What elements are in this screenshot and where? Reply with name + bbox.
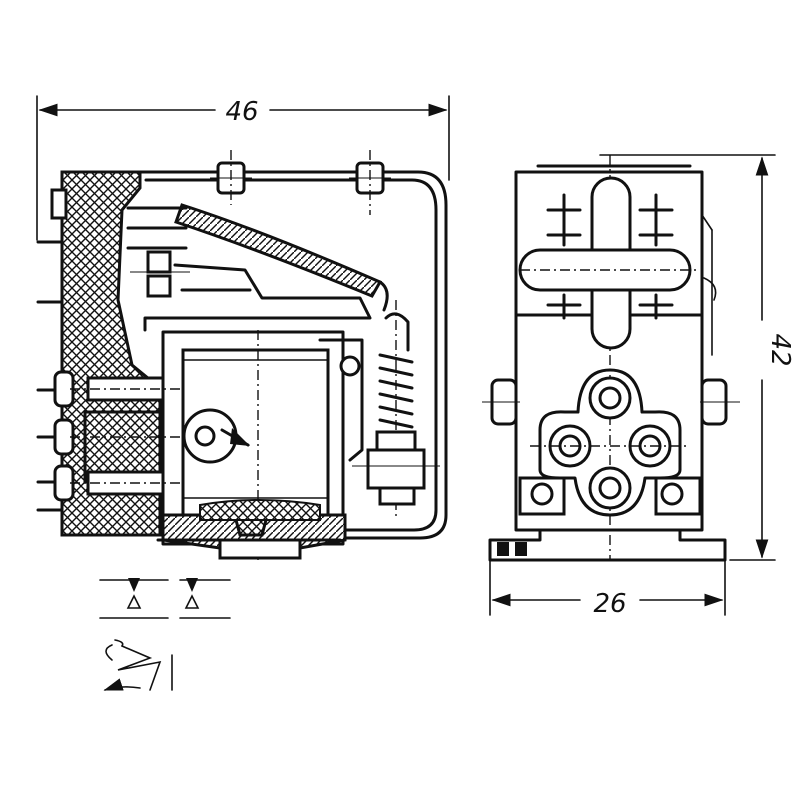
armature-pivot (182, 408, 250, 464)
height-label: 42 (765, 333, 795, 366)
depth-label: 26 (593, 589, 626, 619)
width-label: 46 (225, 97, 258, 127)
side-nut-left (482, 378, 520, 426)
core-base (156, 499, 347, 560)
contact-symbol-icon-right (179, 578, 231, 619)
dimension-height: 42 (599, 154, 795, 561)
side-nut-right (700, 277, 740, 426)
lever-arm (143, 263, 372, 332)
corner-screw-left (518, 476, 566, 516)
terminal-boss (530, 368, 690, 517)
contact-tabs (546, 193, 674, 320)
contact-rivets (130, 250, 190, 298)
front-view (482, 155, 740, 562)
corner-screw-right (654, 476, 702, 516)
contact-spring (126, 203, 389, 312)
dimension-width: 46 (36, 95, 450, 241)
terminal-screw-bottom (588, 466, 632, 510)
contact-symbol-icon (99, 578, 169, 619)
cover-screw-left (210, 150, 252, 205)
terminal-screw-top (588, 376, 632, 420)
coil-symbol-icon (103, 639, 173, 691)
return-spring (352, 300, 440, 520)
side-view (36, 150, 448, 560)
dimension-depth: 26 (489, 559, 726, 619)
cover-screw-right (349, 150, 391, 215)
base-feet (488, 528, 727, 562)
terminal-pins (36, 188, 190, 512)
